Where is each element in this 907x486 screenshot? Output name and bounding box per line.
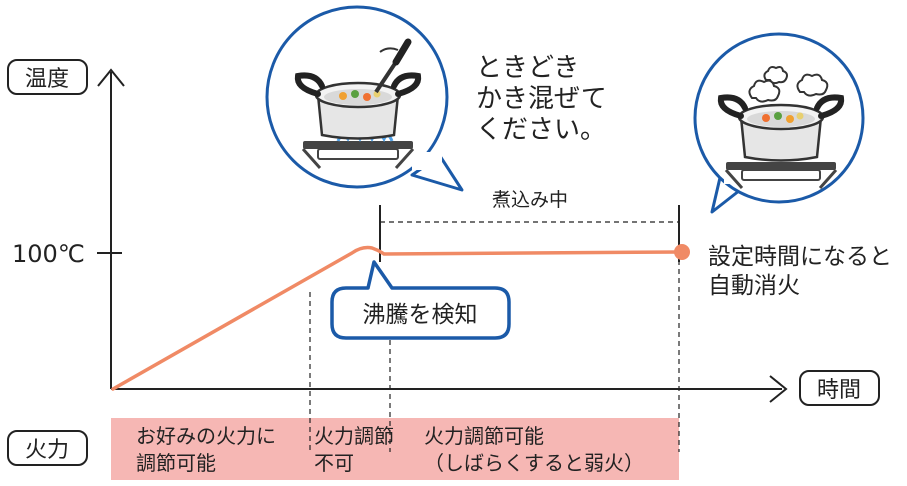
gas-burner-icon <box>724 162 838 189</box>
heat-row-band <box>111 418 679 480</box>
heat-seg2-line-1: 火力調節 <box>314 424 394 448</box>
heat-seg1-line-2: 調節可能 <box>136 451 216 475</box>
heat-seg1-line-1: お好みの火力に <box>136 424 276 448</box>
x-axis-label-box <box>799 370 880 406</box>
heat-row-label: 火力 <box>25 438 69 463</box>
y-axis-label-box <box>7 59 88 95</box>
axes <box>97 68 788 403</box>
temperature-curve <box>111 245 682 391</box>
heat-row-label-box <box>7 430 88 466</box>
stir-line-2: かき混ぜて <box>476 84 607 114</box>
steaming-pot-illustration <box>693 32 865 214</box>
auto-off-point <box>674 244 690 260</box>
x-axis-label: 時間 <box>817 378 861 403</box>
pot-steaming-icon <box>717 94 845 162</box>
heat-seg2-line-2: 不可 <box>314 451 354 475</box>
stir-instruction: ときどき かき混ぜて ください。 <box>476 53 607 145</box>
stewing-label: 煮込み中 <box>492 189 568 211</box>
heat-seg3-line-1: 火力調節可能 <box>424 424 544 448</box>
stir-line-3: ください。 <box>476 115 606 145</box>
pot-stirring-icon <box>294 72 422 140</box>
stirring-pot-illustration <box>265 5 464 192</box>
y-axis-arrowhead <box>97 68 125 87</box>
auto-off-line-1: 設定時間になると <box>708 244 892 270</box>
stir-line-1: ときどき <box>476 53 579 83</box>
x-axis-arrowhead <box>769 375 788 403</box>
heat-seg3-line-2: （しばらくすると弱火） <box>424 451 644 475</box>
auto-off-line-2: 自動消火 <box>708 273 800 299</box>
boil-detect-bubble <box>330 260 511 340</box>
gas-burner-icon <box>301 141 415 170</box>
y-axis-label: 温度 <box>25 67 69 92</box>
ladle-icon <box>374 38 412 94</box>
boil-detect-text: 沸騰を検知 <box>363 302 478 328</box>
auto-off-instruction: 設定時間になると 自動消火 <box>708 244 892 299</box>
steam-icon <box>748 66 829 103</box>
heat-row-segments: お好みの火力に 調節可能 火力調節 不可 火力調節可能 （しばらくすると弱火） <box>136 424 644 475</box>
boil-detect-callout: 沸騰を検知 <box>330 260 511 340</box>
tick-100-label: 100℃ <box>12 240 85 268</box>
